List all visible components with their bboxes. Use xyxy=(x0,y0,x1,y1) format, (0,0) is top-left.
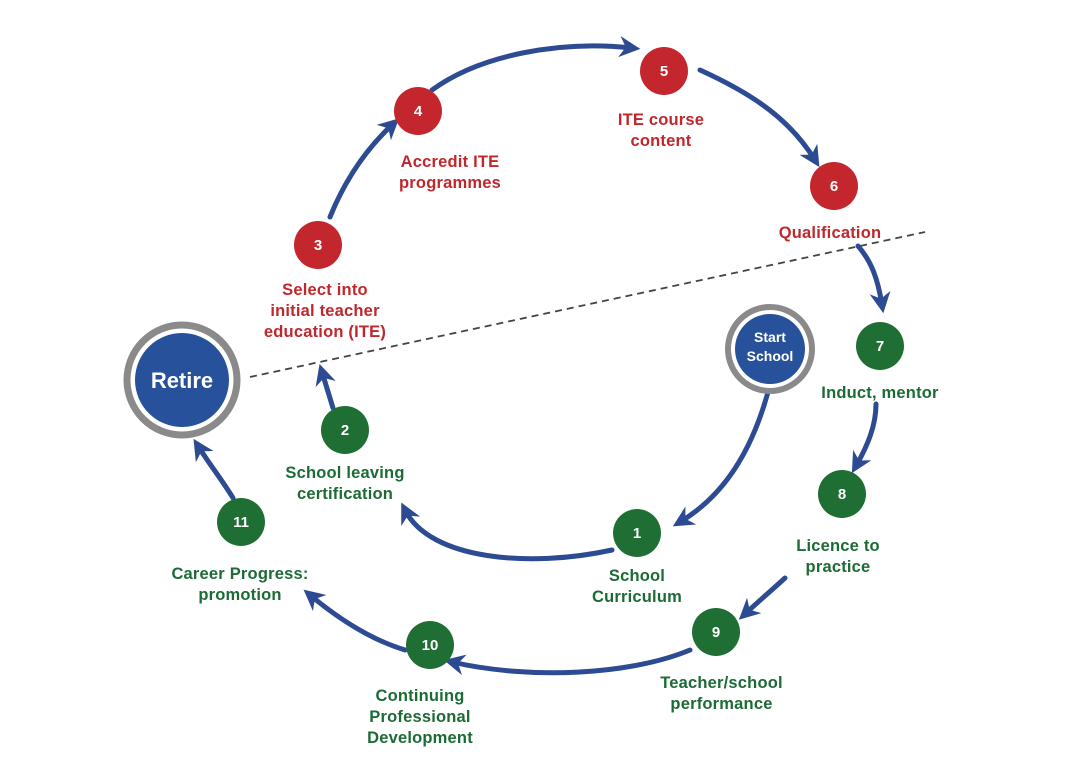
step-circle-10 xyxy=(406,621,454,669)
step-number-7: 7 xyxy=(876,338,884,355)
step-node-4: 4 xyxy=(394,87,442,135)
retire-label: Retire xyxy=(151,368,213,393)
step-circle-8 xyxy=(818,470,866,518)
step-node-2: 2 xyxy=(321,406,369,454)
step-number-2: 2 xyxy=(341,422,349,439)
step-circle-6 xyxy=(810,162,858,210)
flow-arrows xyxy=(193,36,891,676)
start-school-label-line2: School xyxy=(747,348,794,364)
step-node-11: 11 xyxy=(217,498,265,546)
step-node-6: 6 xyxy=(810,162,858,210)
step-label-3: Select into initial teacher education (I… xyxy=(263,281,387,341)
step-number-1: 1 xyxy=(633,525,641,542)
step-label-11: Career Progress: promotion xyxy=(171,565,309,604)
arrow-start-to-1 xyxy=(672,389,771,527)
step-node-8: 8 xyxy=(818,470,866,518)
step-label-8: Licence to practice xyxy=(796,537,880,576)
arrow-10-to-11 xyxy=(303,589,408,653)
step-label-1: School Curriculum xyxy=(591,567,682,606)
step-node-10: 10 xyxy=(406,621,454,669)
start-school-node: Start School xyxy=(725,304,815,394)
arrow-8-to-9 xyxy=(738,575,788,620)
arrow-2-to-3 xyxy=(315,363,336,411)
arrow-7-to-8 xyxy=(851,401,879,474)
step-circle-2 xyxy=(321,406,369,454)
step-label-9: Teacher/school performance xyxy=(660,674,783,713)
step-label-2: School leaving certification xyxy=(285,464,405,503)
arrow-3-to-4 xyxy=(327,118,400,220)
step-label-5: ITE course content xyxy=(617,111,705,150)
step-number-5: 5 xyxy=(660,63,668,80)
step-node-9: 9 xyxy=(692,608,740,656)
step-label-10: Continuing Professional Development xyxy=(367,687,473,747)
start-school-label-line1: Start xyxy=(754,329,786,345)
arrow-11-to-retire xyxy=(193,438,236,501)
arrow-4-to-5 xyxy=(429,36,641,93)
step-number-4: 4 xyxy=(414,103,423,120)
step-circle-9 xyxy=(692,608,740,656)
step-number-6: 6 xyxy=(830,178,838,195)
arrow-5-to-6 xyxy=(697,67,820,168)
arrow-6-to-7 xyxy=(855,243,891,314)
step-label-7: Induct, mentor xyxy=(821,384,939,402)
step-node-1: 1 xyxy=(613,509,661,557)
step-node-5: 5 xyxy=(640,47,688,95)
step-circle-5 xyxy=(640,47,688,95)
step-circle-7 xyxy=(856,322,904,370)
step-node-7: 7 xyxy=(856,322,904,370)
retire-node: Retire xyxy=(123,321,241,439)
step-circle-1 xyxy=(613,509,661,557)
step-number-8: 8 xyxy=(838,486,846,503)
step-number-11: 11 xyxy=(233,514,249,531)
step-circle-3 xyxy=(294,221,342,269)
step-number-10: 10 xyxy=(422,637,439,654)
step-node-3: 3 xyxy=(294,221,342,269)
step-circle-11 xyxy=(217,498,265,546)
step-label-4: Accredit ITE programmes xyxy=(399,153,501,192)
arrow-1-to-2 xyxy=(401,502,615,562)
step-number-9: 9 xyxy=(712,624,720,641)
step-label-6: Qualification xyxy=(778,224,882,242)
step-number-3: 3 xyxy=(314,237,322,254)
step-nodes: 1 2 3 4 5 6 7 8 9 10 11 xyxy=(217,47,904,669)
arrow-9-to-10 xyxy=(443,647,693,676)
step-circle-4 xyxy=(394,87,442,135)
